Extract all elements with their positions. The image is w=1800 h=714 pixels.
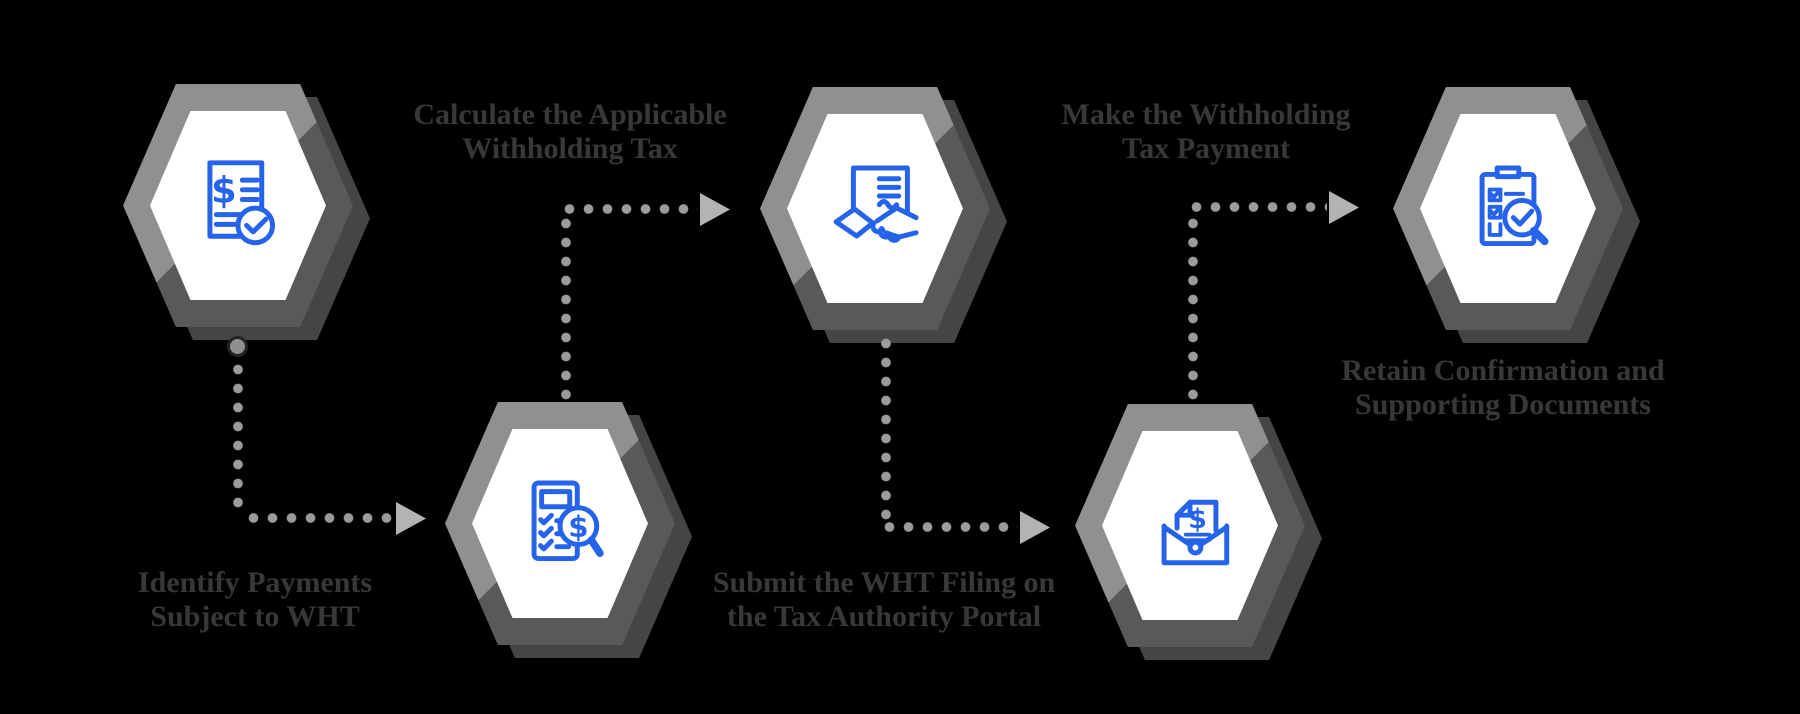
calculator-search-dollar-icon: $	[506, 470, 614, 578]
contract-handshake-icon	[821, 155, 929, 263]
step-4-label-line1: Make the Withholding	[1061, 98, 1351, 131]
hexagon-inner: $	[472, 429, 648, 618]
step-2-label-line1: Calculate the Applicable	[413, 98, 727, 131]
step-3-label-line2: the Tax Authority Portal	[726, 600, 1042, 633]
hexagon-inner: $	[150, 111, 326, 300]
connector-1-start-cap	[227, 336, 248, 357]
connector-3-vertical-dots	[879, 334, 893, 520]
svg-text:$: $	[1188, 504, 1207, 535]
clipboard-search-check-icon	[1454, 155, 1562, 263]
envelope-dollar-document-icon: $	[1136, 472, 1244, 580]
hexagon-inner	[787, 114, 963, 303]
step-2-label: Calculate the Applicable Withholding Tax	[340, 98, 800, 166]
step-2-label-line2: Withholding Tax	[462, 132, 678, 165]
step-1-label: Identify Payments Subject to WHT	[25, 566, 485, 634]
step-3-hexagon	[760, 87, 1007, 343]
step-4-label: Make the Withholding Tax Payment	[976, 98, 1436, 166]
step-5-label-line1: Retain Confirmation and	[1341, 354, 1665, 387]
invoice-dollar-check-icon: $	[184, 152, 292, 260]
connector-1-vertical-dots	[231, 360, 245, 510]
connector-3-horizontal-dots	[880, 520, 1018, 534]
hexagon-inner	[1420, 114, 1596, 303]
step-1-label-line1: Identify Payments	[137, 566, 373, 599]
connector-4-vertical-dots	[1186, 214, 1200, 402]
connector-2-horizontal-dots	[560, 202, 698, 216]
step-1-label-line2: Subject to WHT	[150, 600, 360, 633]
connector-1-horizontal-dots	[244, 511, 394, 525]
connector-2-arrowhead-icon	[700, 193, 730, 226]
connector-4-arrowhead-icon	[1329, 191, 1359, 224]
connector-3-arrowhead-icon	[1020, 511, 1050, 544]
svg-text:$: $	[568, 509, 588, 543]
step-3-label-line1: Submit the WHT Filing on	[712, 566, 1056, 599]
connector-4-horizontal-dots	[1187, 200, 1327, 214]
step-2-hexagon: $	[445, 402, 692, 658]
step-5-hexagon	[1393, 87, 1640, 343]
step-5-label-line2: Supporting Documents	[1355, 388, 1651, 421]
step-3-label: Submit the WHT Filing on the Tax Authori…	[654, 566, 1114, 634]
svg-text:$: $	[211, 168, 237, 211]
step-1-hexagon: $	[123, 84, 370, 340]
step-4-hexagon: $	[1075, 404, 1322, 660]
hexagon-inner: $	[1102, 431, 1278, 620]
connector-2-vertical-dots	[559, 214, 573, 400]
connector-1-arrowhead-icon	[396, 502, 426, 535]
step-5-label: Retain Confirmation and Supporting Docum…	[1273, 354, 1733, 422]
step-4-label-line2: Tax Payment	[1121, 132, 1291, 165]
